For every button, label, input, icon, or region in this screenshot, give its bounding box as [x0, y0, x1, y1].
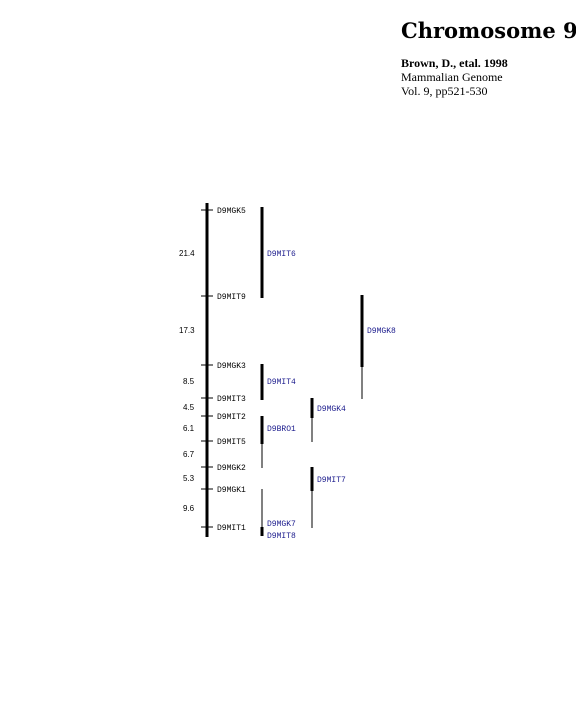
- citation-author: Brown, D., etal. 1998: [401, 56, 508, 70]
- locus-d9mit7: D9MIT7: [317, 476, 346, 485]
- locus-d9mgk7: D9MGK7: [267, 520, 296, 529]
- distance-2: 17.3: [179, 326, 195, 335]
- distance-8: 9.6: [183, 504, 195, 513]
- marker-d9mit3: D9MIT3: [217, 395, 246, 404]
- citation-journal: Mammalian Genome: [401, 70, 503, 84]
- distance-4: 4.5: [183, 403, 195, 412]
- marker-d9mgk3: D9MGK3: [217, 362, 246, 371]
- page-title: Chromosome 9: [401, 18, 576, 43]
- locus-d9bro1: D9BRO1: [267, 425, 296, 434]
- marker-d9mgk2: D9MGK2: [217, 464, 246, 473]
- marker-d9mit2: D9MIT2: [217, 413, 246, 422]
- locus-d9mgk8: D9MGK8: [367, 327, 396, 336]
- locus-d9mit8: D9MIT8: [267, 532, 296, 541]
- locus-bars: [260, 207, 364, 536]
- tick-marks: [201, 209, 213, 528]
- citation-volume: Vol. 9, pp521-530: [401, 84, 488, 98]
- distance-1: 21.4: [179, 249, 195, 258]
- locus-d9mit6: D9MIT6: [267, 250, 296, 259]
- marker-d9mit1: D9MIT1: [217, 524, 246, 533]
- marker-d9mit5: D9MIT5: [217, 438, 246, 447]
- marker-d9mgk5: D9MGK5: [217, 207, 246, 216]
- distance-6: 6.7: [183, 450, 195, 459]
- distance-5: 6.1: [183, 424, 195, 433]
- marker-d9mgk1: D9MGK1: [217, 486, 246, 495]
- distance-3: 8.5: [183, 377, 195, 386]
- locus-d9mit4: D9MIT4: [267, 378, 296, 387]
- distance-7: 5.3: [183, 474, 195, 483]
- marker-d9mit9: D9MIT9: [217, 293, 246, 302]
- locus-d9mgk4: D9MGK4: [317, 405, 346, 414]
